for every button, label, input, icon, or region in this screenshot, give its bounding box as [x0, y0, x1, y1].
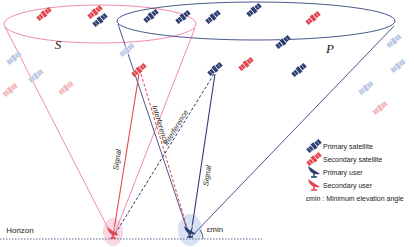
coverage-label: P — [326, 42, 334, 55]
primary-satellite — [358, 80, 375, 96]
beam-glow — [103, 218, 123, 246]
interference-line — [141, 74, 189, 234]
horizon-line — [0, 239, 262, 240]
legend-icon — [308, 165, 320, 177]
primary-satellite — [143, 8, 160, 24]
secondary-satellite — [36, 6, 53, 22]
secondary-satellite — [372, 100, 389, 116]
coverage-ellipse — [117, 2, 395, 40]
cone-edge — [190, 26, 394, 238]
legend-icon — [308, 178, 320, 190]
legend-icon — [306, 138, 323, 154]
secondary-satellite — [238, 56, 255, 72]
link-label: Signal — [202, 165, 213, 187]
legend-icon — [306, 151, 323, 167]
cone-edge — [5, 27, 113, 238]
primary-satellite — [390, 58, 407, 74]
primary-satellite — [386, 33, 403, 49]
primary-satellite — [205, 9, 222, 25]
legend-text: Secondary user — [323, 182, 372, 189]
primary-user — [184, 225, 196, 237]
signal-line — [191, 74, 215, 234]
coverage-label: S — [55, 38, 62, 51]
angle-arc — [200, 230, 203, 239]
primary-satellite — [119, 42, 136, 58]
primary-satellite — [175, 9, 192, 25]
link-label: Signal — [112, 149, 123, 171]
primary-satellite — [207, 61, 224, 77]
horizon-label: Horizon — [6, 227, 34, 235]
secondary-satellite — [131, 62, 148, 78]
beam-glow — [178, 214, 202, 246]
primary-satellite — [246, 2, 263, 18]
link-label: Interference — [162, 109, 189, 147]
secondary-satellite — [87, 4, 104, 20]
legend-text: εmin : Minimum elevation angle — [306, 195, 404, 202]
legend-text: Primary satellite — [323, 143, 373, 150]
primary-satellite — [6, 50, 23, 66]
secondary-satellite — [2, 82, 19, 98]
coverage-ellipse — [4, 5, 196, 43]
primary-satellite — [28, 68, 45, 84]
primary-satellite — [275, 34, 292, 50]
legend-text: Primary user — [323, 169, 363, 176]
cone-edge — [113, 28, 195, 238]
secondary-user — [107, 226, 119, 238]
legend-text: Secondary satellite — [323, 156, 382, 163]
primary-satellite — [291, 62, 308, 78]
secondary-satellite — [305, 10, 322, 26]
angle-label: εmin — [207, 226, 223, 234]
secondary-satellite — [58, 80, 75, 96]
interference-line — [115, 74, 214, 234]
primary-satellite — [92, 12, 109, 28]
